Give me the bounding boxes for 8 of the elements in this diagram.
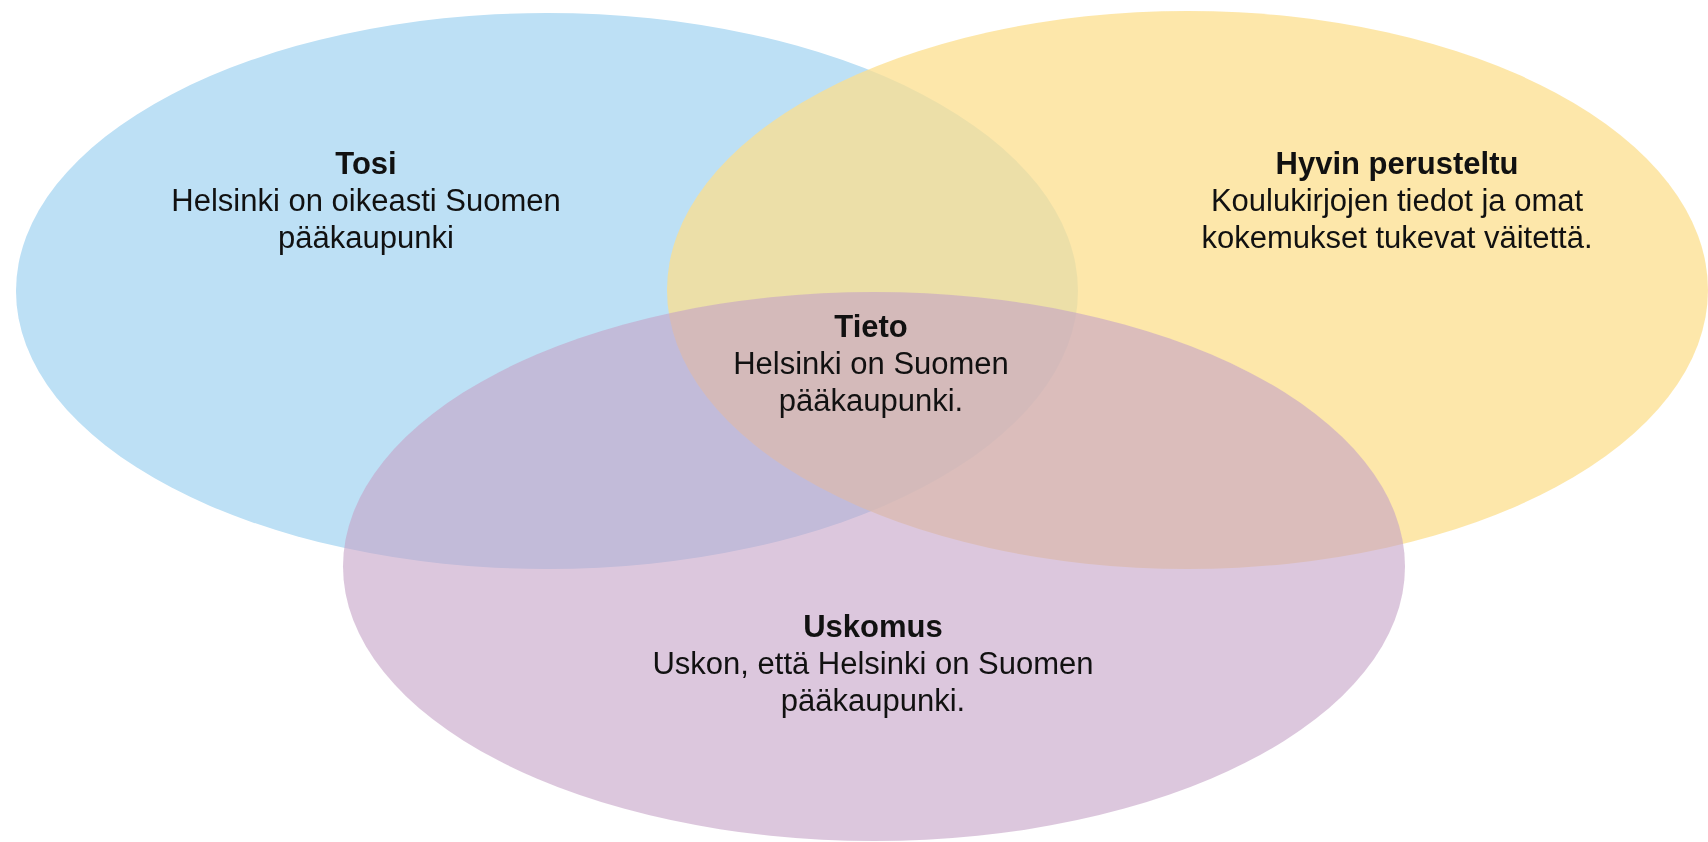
set-heading: Uskomus bbox=[802, 608, 944, 645]
set-description: Koulukirjojen tiedot ja omat kokemukset tukevat väitettä. bbox=[1200, 182, 1594, 256]
intersection-description: Helsinki on Suomen pääkaupunki. bbox=[732, 345, 1010, 419]
intersection-heading: Tieto bbox=[833, 308, 909, 345]
set-heading: Tosi bbox=[334, 145, 398, 182]
set-description: Uskon, että Helsinki on Suomen pääkaupunki. bbox=[651, 645, 1095, 719]
set-heading: Hyvin perusteltu bbox=[1274, 145, 1520, 182]
set-description: Helsinki on oikeasti Suomen pääkaupunki bbox=[170, 182, 562, 256]
